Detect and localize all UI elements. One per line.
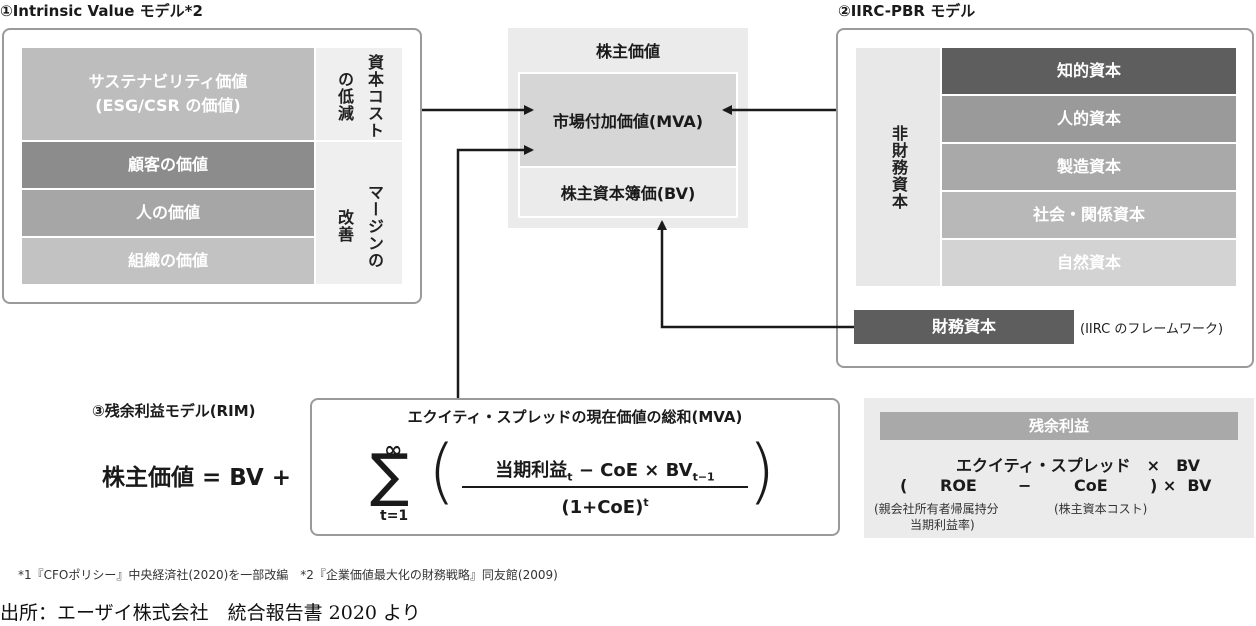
sigma-infinity: ∞ [384,438,403,463]
numerator-rest: − CoE × BV [572,460,693,481]
intrinsic-cell-customer: 顧客の価値 [22,142,314,188]
rim-formula-box-title: エクイティ・スプレッドの現在価値の総和(MVA) [407,408,743,426]
non-financial-capital-box: 非財務資本 [856,48,940,286]
margin-improvement-box: マージンの 改善 [316,142,402,284]
mva-box: 市場付加価値(MVA) [518,72,738,168]
sigma-lower-index: t=1 [380,508,409,524]
cost-reduction-box: 資本コスト の低減 [316,48,402,140]
footnote: *1『CFOポリシー』中央経済社(2020)を一部改編 *2『企業価値最大化の財… [18,568,558,582]
iirc-cell-human: 人的資本 [942,96,1236,142]
sustainability-label: サステナビリティ価値 [88,72,248,91]
denominator-exponent: t [643,496,649,509]
intrinsic-cell-organization: 組織の価値 [22,238,314,284]
margin-improvement-col1: マージンの [365,183,384,269]
iirc-cell-intellectual: 知的資本 [942,48,1236,94]
iirc-framework-note: (IIRC のフレームワーク) [1080,322,1224,337]
rim-lhs: 株主価値 = BV + [102,465,291,491]
rim-title: ③残余利益モデル(RIM) [92,402,256,420]
residual-note-roe-2: 当期利益率) [910,518,975,532]
residual-line2-coe: CoE [1074,476,1108,495]
iirc-cell-manufactured: 製造資本 [942,144,1236,190]
numerator-net-income: 当期利益 [495,460,568,481]
numerator-sub-t: t [567,470,573,484]
financial-capital-box: 財務資本 [854,310,1074,344]
residual-line2-open: ( [900,476,908,495]
formula-numerator: 当期利益t − CoE × BVt−1 [462,456,748,484]
cost-reduction-col2: の低減 [335,70,354,122]
intrinsic-title: ①Intrinsic Value モデル*2 [0,2,203,20]
intrinsic-cell-sustainability: サステナビリティ価値 (ESG/CSR の価値) [22,48,314,140]
arrow-financial-to-bv [657,220,854,329]
iirc-cell-social: 社会・関係資本 [942,192,1236,238]
source-line: 出所：エーザイ株式会社 統合報告書 2020 より [0,602,421,624]
residual-income-title: 残余利益 [880,412,1238,440]
mva-label: 市場付加価値(MVA) [552,112,704,131]
margin-improvement-col2: 改善 [335,209,354,243]
arrow-rim-to-mva [456,145,534,398]
denominator-base: (1+CoE) [561,497,644,518]
shareholder-value-title: 株主価値 [595,42,660,61]
iirc-cell-natural: 自然資本 [942,240,1236,286]
residual-line2-roe: ROE [940,476,977,495]
bv-label: 株主資本簿価(BV) [560,184,696,203]
intrinsic-cell-people: 人の価値 [22,190,314,236]
non-financial-capital-label: 非財務資本 [889,124,908,210]
bv-box: 株主資本簿価(BV) [518,168,738,218]
sustainability-sub-label: (ESG/CSR の価値) [95,96,241,115]
residual-note-roe: (親会社所有者帰属持分 [874,502,999,516]
formula-open-paren: ( [428,430,456,512]
cost-reduction-col1: 資本コスト [365,53,384,139]
residual-note-coe: (株主資本コスト) [1054,502,1148,516]
iirc-title: ②IIRC-PBR モデル [838,2,976,20]
sigma-symbol: ∑ [370,441,410,509]
fraction-bar [462,486,748,488]
residual-line1: エクイティ・スプレッド × BV [955,456,1200,475]
formula-denominator: (1+CoE)t [462,496,748,518]
numerator-sub-t-1: t−1 [692,470,715,484]
formula-close-paren: ) [748,430,776,512]
rim-formula-box [310,398,840,536]
residual-line2-close: ) × BV [1150,476,1212,495]
residual-line2-minus: − [1018,476,1032,495]
